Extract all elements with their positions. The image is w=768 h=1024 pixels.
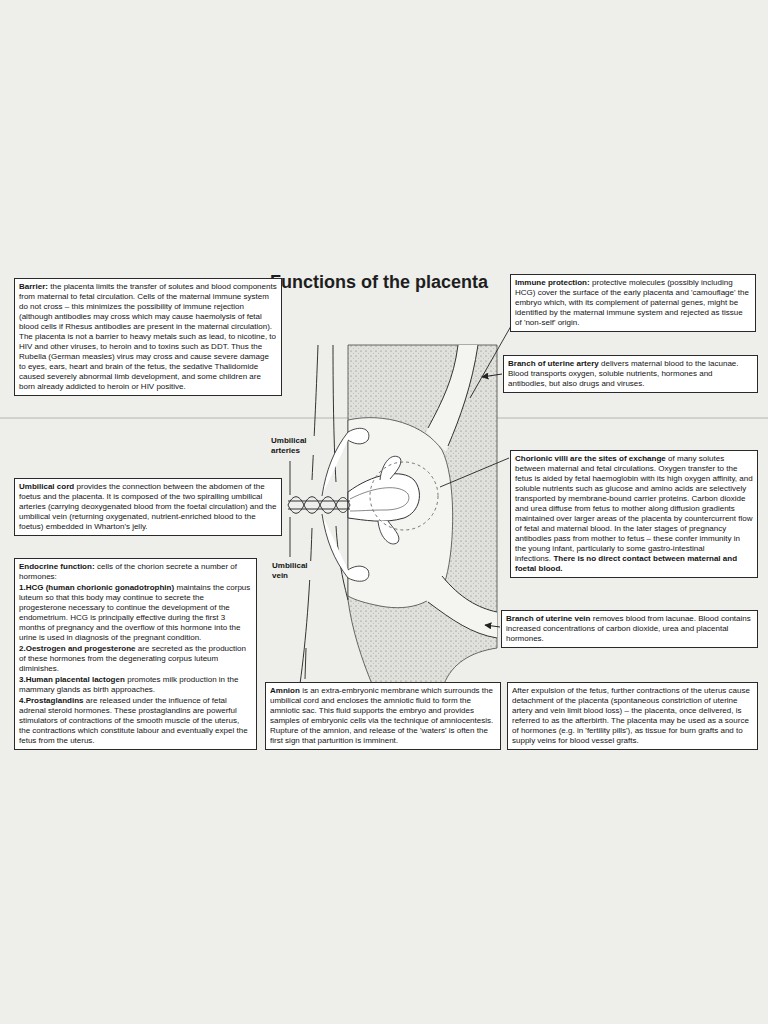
paragraph: Barrier:the placenta limits the transfer…	[19, 282, 277, 392]
paragraph: 1.HCG (human chorionic gonadotrophin)mai…	[19, 583, 252, 643]
artery-wall	[448, 345, 478, 446]
paragraph: Umbilical cordprovides the connection be…	[19, 482, 277, 532]
paragraph: Immune protection:protective molecules (…	[515, 278, 751, 328]
callout-box: After expulsion of the fetus, further co…	[507, 682, 758, 750]
paragraph: Endocrine function:cells of the chorion …	[19, 562, 252, 582]
vein-wall	[428, 602, 497, 638]
heading-text: Branch of uterine vein	[506, 614, 590, 623]
heading-text: Amnion	[270, 686, 300, 695]
uterine-vein	[426, 574, 497, 638]
heading-text: Barrier:	[19, 282, 48, 291]
callout-box: Amnionis an extra-embryonic membrane whi…	[265, 682, 501, 750]
heading-text: 2.Oestrogen and progesterone	[19, 644, 135, 653]
amnion-line	[300, 528, 312, 684]
paragraph: 3.Human placental lactogenpromotes milk …	[19, 675, 252, 695]
callout-box: Branch of uterine veinremoves blood from…	[501, 610, 758, 648]
umbilical-vein-wall	[288, 501, 350, 502]
villus-branch	[380, 456, 401, 480]
chorionic-villus	[348, 474, 419, 521]
vein-wall	[442, 576, 497, 612]
umbilical-artery	[288, 497, 350, 514]
body-text: is an extra-embryonic membrane which sur…	[270, 686, 493, 745]
leader-line	[290, 517, 291, 557]
heading-text: Immune protection:	[515, 278, 590, 287]
heading-text: 4.Prostaglandins	[19, 696, 83, 705]
callout-box: Immune protection:protective molecules (…	[510, 274, 756, 332]
body-text: the placenta limits the transfer of solu…	[19, 282, 277, 391]
umbilical-artery	[288, 497, 350, 514]
heading-text: 1.HCG (human chorionic gonadotrophin)	[19, 583, 174, 592]
body-text: After expulsion of the fetus, further co…	[512, 686, 750, 745]
maternal-tissue	[348, 345, 497, 684]
paragraph: 4.Prostaglandinsare released under the i…	[19, 696, 252, 746]
capillary-loop	[350, 488, 409, 511]
callout-box: Branch of uterine arterydelivers materna…	[503, 355, 758, 393]
leader-line	[440, 458, 509, 487]
exchange-zone	[370, 462, 438, 530]
artery-wall	[428, 345, 458, 428]
heading-text: Chorionic villi are the sites of exchang…	[515, 454, 666, 463]
umbilical-vein-wall	[288, 509, 350, 510]
amnion-line	[312, 345, 318, 480]
leader-line	[290, 461, 291, 495]
heading-text: 3.Human placental lactogen	[19, 675, 125, 684]
villus-branch	[378, 521, 399, 544]
paragraph: 2.Oestrogen and progesteroneare secreted…	[19, 644, 252, 674]
callout-box: Umbilical cordprovides the connection be…	[14, 478, 282, 536]
leader-line	[305, 648, 306, 679]
heading-text: Branch of uterine artery	[508, 359, 599, 368]
paragraph: Branch of uterine arterydelivers materna…	[508, 359, 753, 389]
heading-text: Umbilical cord	[19, 482, 74, 491]
callout-box: Endocrine function:cells of the chorion …	[14, 558, 257, 750]
villus-branch	[322, 514, 369, 581]
part-label: Umbilical vein	[271, 561, 323, 580]
callout-box: Chorionic villi are the sites of exchang…	[510, 450, 758, 578]
paragraph: After expulsion of the fetus, further co…	[512, 686, 753, 746]
paragraph: Amnionis an extra-embryonic membrane whi…	[270, 686, 496, 746]
part-label: Umbilical arteries	[270, 436, 322, 455]
callout-box: Barrier:the placenta limits the transfer…	[14, 278, 282, 396]
body-text: of many solutes between maternal and fet…	[515, 454, 753, 563]
paragraph: Chorionic villi are the sites of exchang…	[515, 454, 753, 574]
paragraph: Branch of uterine veinremoves blood from…	[506, 614, 753, 644]
leader-arrow	[482, 374, 502, 377]
uterine-artery	[426, 345, 478, 452]
leader-arrow	[485, 625, 500, 627]
title: Functions of the placenta	[270, 272, 488, 293]
heading-text: Endocrine function:	[19, 562, 95, 571]
